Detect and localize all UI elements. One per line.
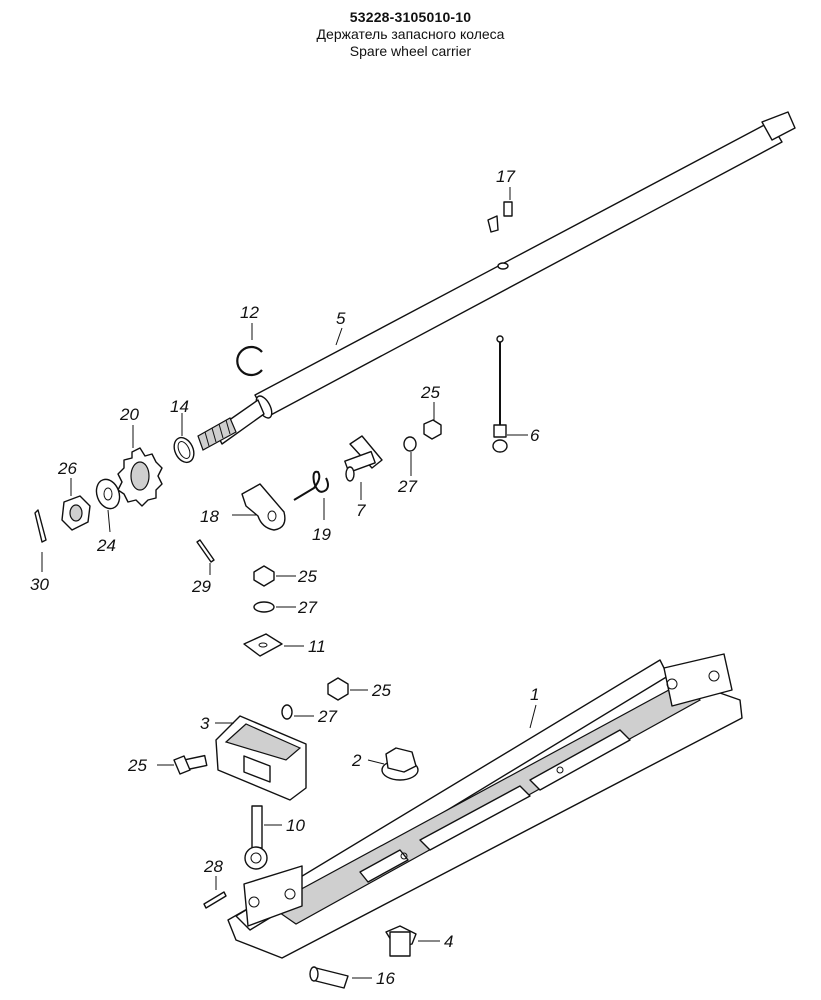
part-15-pin	[487, 201, 513, 233]
part-27-washer-top	[403, 436, 417, 452]
part-2-flange-nut	[381, 747, 419, 781]
callout-15: 17	[496, 167, 515, 186]
callout-16: 18	[200, 507, 219, 526]
callout-14: 14	[170, 397, 189, 416]
callout-3: 3	[200, 714, 210, 733]
part-10-eye-bolt	[244, 805, 268, 870]
callout-29: 29	[191, 577, 211, 596]
callout-10: 10	[286, 816, 305, 835]
part-28-cotter-pin	[203, 891, 227, 909]
callout-7: 7	[356, 501, 366, 520]
title-block: 53228-3105010-10 Держатель запасного кол…	[0, 8, 821, 60]
part-24-bolt	[173, 754, 208, 775]
callout-30: 30	[30, 575, 49, 594]
leader-lines	[41, 187, 537, 979]
part-4-bolt	[385, 925, 417, 957]
part-29-cotter-pin	[196, 539, 215, 563]
part-25-nut-top	[423, 419, 442, 440]
callout-11: 11	[308, 637, 326, 656]
part-11-plate	[243, 633, 283, 657]
callout-5: 5	[336, 309, 346, 328]
callout-27-top: 27	[397, 477, 417, 496]
title-russian: Держатель запасного колеса	[316, 26, 505, 42]
callout-12: 12	[240, 303, 259, 322]
callout-18: 20	[119, 405, 139, 424]
callout-28: 28	[203, 857, 223, 876]
callout-25-top: 25	[420, 383, 440, 402]
part-27-washer-middle	[253, 601, 275, 613]
part-18-sprocket	[117, 447, 163, 507]
part-20-pin	[309, 966, 349, 989]
part-25-nut-lower	[327, 677, 349, 701]
part-12-snap-ring	[236, 345, 263, 377]
part-25-nut-middle	[253, 565, 275, 587]
part-30-cotter-pin	[34, 509, 47, 543]
callout-24: 25	[127, 756, 147, 775]
callout-26: 26	[57, 459, 77, 478]
callout-19: 24	[96, 536, 116, 555]
callout-27-middle: 27	[297, 598, 317, 617]
part-3-bracket	[215, 715, 307, 801]
callout-17: 19	[312, 525, 331, 544]
callout-labels: 17 12 5 14 20 26 25 6 27 7 19 18 24 30 2…	[30, 167, 540, 988]
callout-25-lower: 25	[371, 681, 391, 700]
callout-20: 16	[376, 969, 395, 988]
title-english: Spare wheel carrier	[349, 43, 472, 59]
callout-25-middle: 25	[297, 567, 317, 586]
part-number: 53228-3105010-10	[349, 9, 472, 25]
callout-6: 6	[530, 426, 540, 445]
part-19-washer	[95, 478, 121, 510]
callout-2: 2	[351, 751, 362, 770]
part-7-lever	[344, 435, 383, 482]
callout-27-lower: 27	[317, 707, 337, 726]
part-26-castle-nut	[61, 495, 91, 531]
part-16-bracket	[241, 483, 286, 531]
part-1-frame	[227, 653, 743, 959]
part-14-ring	[173, 436, 195, 464]
callout-1: 1	[530, 685, 539, 704]
callout-4: 4	[444, 932, 453, 951]
part-6-cable	[492, 335, 508, 453]
part-17-spring	[293, 470, 329, 501]
part-27-washer-lower	[281, 704, 293, 720]
part-5-shaft	[197, 111, 796, 451]
